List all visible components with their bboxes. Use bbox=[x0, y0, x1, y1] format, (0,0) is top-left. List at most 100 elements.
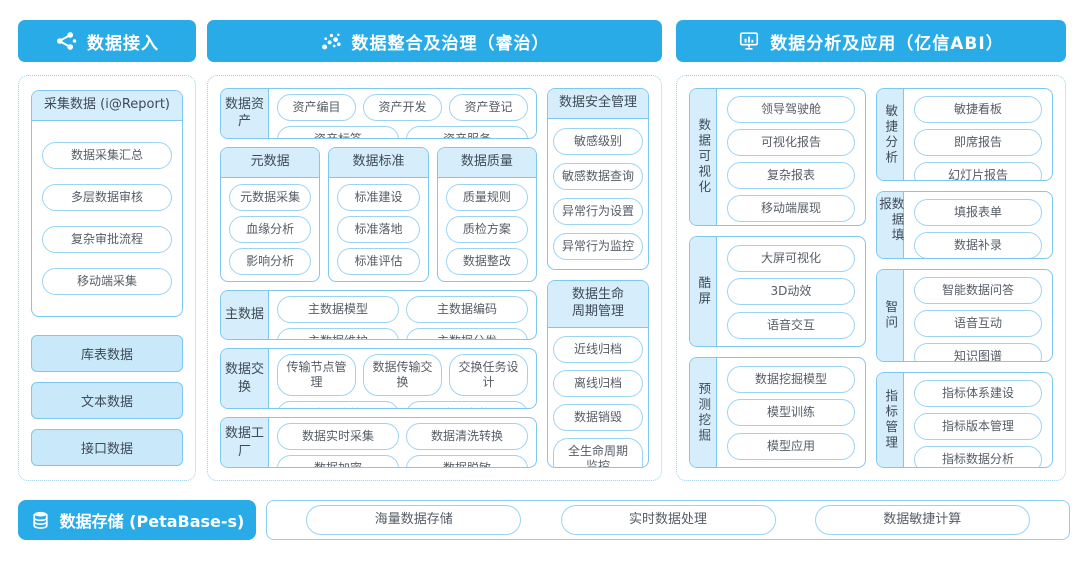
monitor-chart-icon bbox=[740, 32, 759, 50]
data-source-box: 接口数据 bbox=[31, 429, 183, 466]
data-asset-label: 数据资产 bbox=[221, 89, 269, 138]
module-pill: 资产开发 bbox=[363, 94, 442, 121]
module-pill: 数据采集汇总 bbox=[42, 141, 172, 169]
module-pill: 数据销毁 bbox=[553, 403, 643, 431]
data-visualization-label: 数据可视化 bbox=[690, 89, 717, 226]
module-pill: 主数据维护 bbox=[277, 327, 399, 340]
module-pill: 填报表单 bbox=[914, 199, 1042, 227]
data-lifecycle-card-body: 近线归档 离线归档 数据销毁 全生命周期监控 bbox=[548, 328, 648, 468]
cool-screen-body: 大屏可视化 3D动效 语音交互 bbox=[717, 237, 865, 346]
data-exchange-label: 数据交换 bbox=[221, 349, 269, 409]
database-icon bbox=[32, 511, 48, 529]
agile-analysis-body: 敏捷看板 即席报告 幻灯片报告 bbox=[904, 89, 1052, 181]
smart-qa-label: 智问 bbox=[877, 270, 904, 362]
data-analysis-panel: 数据可视化 领导驾驶舱 可视化报告 复杂报表 移动端展现 酷屏 大屏可视化 3D… bbox=[676, 75, 1066, 481]
metadata-standard-quality-row: 元数据 元数据采集 血缘分析 影响分析 数据标准 标准建设 标准落地 标准评估 bbox=[220, 146, 537, 282]
agile-analysis-label: 敏捷分析 bbox=[877, 89, 904, 181]
module-pill: 全生命周期监控 bbox=[553, 437, 643, 468]
module-pill: 海量数据存储 bbox=[306, 504, 522, 536]
module-pill: 数据加密 bbox=[277, 455, 399, 468]
data-filling-body: 填报表单 数据补录 bbox=[904, 192, 1052, 259]
module-pill: 主数据编码 bbox=[406, 295, 528, 323]
module-pill: 语音互动 bbox=[914, 310, 1042, 338]
data-source-group: 库表数据 文本数据 接口数据 bbox=[31, 335, 183, 466]
network-nodes-icon bbox=[57, 32, 77, 50]
module-pill: 主数据模型 bbox=[277, 295, 399, 323]
module-pill: 数据补录 bbox=[914, 232, 1042, 259]
module-pill: 异常行为设置 bbox=[553, 197, 643, 225]
module-pill: 模型训练 bbox=[727, 399, 855, 427]
data-security-card: 数据安全管理 敏感级别 敏感数据查询 异常行为设置 异常行为监控 bbox=[547, 88, 649, 271]
module-pill: 传输节点管理 bbox=[277, 354, 356, 397]
cool-screen-label: 酷屏 bbox=[690, 237, 717, 347]
header-data-access: 数据接入 bbox=[18, 20, 196, 62]
data-access-panel: 采集数据 (i@Report) 数据采集汇总 多层数据审核 复杂审批流程 移动端… bbox=[18, 75, 196, 481]
data-quality-card-title: 数据质量 bbox=[437, 147, 536, 178]
data-exchange-body: 传输节点管理 数据传输交换 交换任务设计 任务调度管理 交换监控 bbox=[269, 349, 536, 409]
module-pill: 异常行为监控 bbox=[553, 233, 643, 261]
module-pill: 即席报告 bbox=[914, 129, 1042, 156]
indicator-management-label: 指标管理 bbox=[877, 373, 904, 467]
cool-screen-card: 酷屏 大屏可视化 3D动效 语音交互 bbox=[689, 236, 866, 348]
data-standard-card: 数据标准 标准建设 标准落地 标准评估 bbox=[328, 146, 429, 282]
module-pill: 敏感级别 bbox=[553, 127, 643, 155]
data-storage-header: 数据存储 (PetaBase-s) bbox=[18, 500, 256, 540]
module-pill: 复杂审批流程 bbox=[42, 225, 172, 253]
module-pill: 离线归档 bbox=[553, 369, 643, 397]
master-data-label: 主数据 bbox=[221, 290, 269, 340]
module-pill: 语音交互 bbox=[727, 311, 855, 339]
data-lifecycle-card-title: 数据生命周期管理 bbox=[548, 281, 648, 328]
header-label: 数据接入 bbox=[87, 33, 159, 54]
module-pill: 敏捷看板 bbox=[914, 96, 1042, 123]
module-pill: 幻灯片报告 bbox=[914, 162, 1042, 181]
module-pill: 可视化报告 bbox=[727, 129, 855, 156]
collect-card-body: 数据采集汇总 多层数据审核 复杂审批流程 移动端采集 bbox=[32, 121, 182, 316]
module-pill: 大屏可视化 bbox=[727, 244, 855, 272]
module-pill: 敏感数据查询 bbox=[553, 162, 643, 190]
master-data-row: 主数据 主数据模型 主数据编码 主数据维护 主数据分发 bbox=[220, 289, 537, 341]
data-standard-card-body: 标准建设 标准落地 标准评估 bbox=[329, 178, 427, 281]
module-pill: 资产登记 bbox=[449, 94, 528, 121]
module-pill: 指标版本管理 bbox=[914, 413, 1042, 441]
module-pill: 领导驾驶舱 bbox=[727, 96, 855, 123]
master-data-body: 主数据模型 主数据编码 主数据维护 主数据分发 bbox=[269, 291, 536, 340]
governance-side-column: 数据安全管理 敏感级别 敏感数据查询 异常行为设置 异常行为监控 数据生命周期管… bbox=[547, 88, 649, 468]
header-data-analysis: 数据分析及应用（亿信ABI） bbox=[676, 20, 1066, 62]
pill-line: 资产编目 资产开发 资产登记 bbox=[277, 94, 528, 121]
module-pill: 数据脱敏 bbox=[406, 455, 528, 468]
module-pill: 数据清洗转换 bbox=[406, 423, 528, 451]
module-pill: 影响分析 bbox=[229, 247, 312, 275]
data-asset-row: 数据资产 资产编目 资产开发 资产登记 资产标签 资产服务 bbox=[220, 88, 537, 139]
module-pill: 3D动效 bbox=[727, 278, 855, 306]
data-visualization-body: 领导驾驶舱 可视化报告 复杂报表 移动端展现 bbox=[717, 89, 865, 225]
data-storage-label: 数据存储 (PetaBase-s) bbox=[59, 512, 245, 531]
module-pill: 资产编目 bbox=[277, 94, 356, 121]
module-pill: 数据实时采集 bbox=[277, 423, 399, 451]
module-pill: 近线归档 bbox=[553, 335, 643, 363]
module-pill: 任务调度管理 bbox=[277, 401, 399, 409]
data-factory-label: 数据工厂 bbox=[221, 418, 269, 468]
header-label: 数据整合及治理（睿治） bbox=[351, 33, 550, 54]
data-source-box: 文本数据 bbox=[31, 382, 183, 419]
predictive-mining-card: 预测挖掘 数据挖掘模型 模型训练 模型应用 bbox=[689, 357, 866, 469]
predictive-mining-label: 预测挖掘 bbox=[690, 358, 717, 468]
module-pill: 交换监控 bbox=[406, 401, 528, 409]
data-security-card-body: 敏感级别 敏感数据查询 异常行为设置 异常行为监控 bbox=[548, 119, 648, 269]
pill-line: 数据加密 数据脱敏 bbox=[277, 455, 528, 468]
data-governance-panel: 数据资产 资产编目 资产开发 资产登记 资产标签 资产服务 元数据 bbox=[207, 75, 662, 481]
module-pill: 移动端采集 bbox=[42, 267, 172, 295]
pill-line: 资产标签 资产服务 bbox=[277, 126, 528, 138]
data-source-box: 库表数据 bbox=[31, 335, 183, 372]
pill-line: 主数据模型 主数据编码 bbox=[277, 295, 528, 323]
module-pill: 指标体系建设 bbox=[914, 380, 1042, 408]
smart-qa-body: 智能数据问答 语音互动 知识图谱 bbox=[904, 270, 1052, 362]
smart-qa-card: 智问 智能数据问答 语音互动 知识图谱 bbox=[876, 269, 1053, 363]
metadata-card: 元数据 元数据采集 血缘分析 影响分析 bbox=[220, 146, 321, 282]
predictive-mining-body: 数据挖掘模型 模型训练 模型应用 bbox=[717, 358, 865, 467]
module-pill: 标准评估 bbox=[337, 247, 420, 275]
metadata-card-body: 元数据采集 血缘分析 影响分析 bbox=[221, 178, 319, 281]
pill-line: 任务调度管理 交换监控 bbox=[277, 401, 528, 409]
agile-analysis-card: 敏捷分析 敏捷看板 即席报告 幻灯片报告 bbox=[876, 88, 1053, 182]
indicator-management-body: 指标体系建设 指标版本管理 指标数据分析 bbox=[904, 373, 1052, 468]
